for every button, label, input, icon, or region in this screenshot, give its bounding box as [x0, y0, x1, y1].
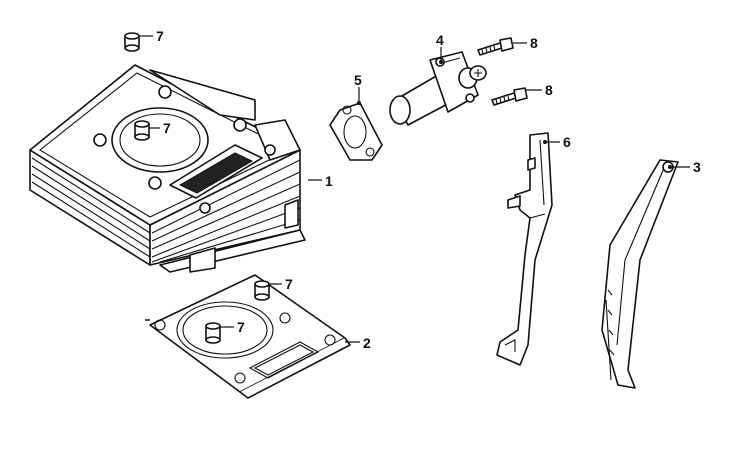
callout-2: 2 [363, 335, 371, 351]
callout-8-top: 8 [530, 35, 538, 51]
callout-8-bottom: 8 [545, 82, 553, 98]
callout-7-gasket-lower: 7 [237, 319, 245, 335]
callout-1: 1 [325, 173, 333, 189]
dowel-pin-d [205, 322, 221, 344]
dowel-pin-b [134, 120, 150, 141]
dowel-pin-c [254, 280, 270, 301]
chain-tensioner-blade [496, 132, 553, 366]
tensioner-gasket [329, 102, 383, 161]
callout-7-gasket-upper: 7 [285, 276, 293, 292]
chain-guide [601, 159, 679, 389]
callout-7-top: 7 [156, 28, 164, 44]
callout-7-block: 7 [163, 120, 171, 136]
cylinder-block [29, 64, 306, 273]
callout-6: 6 [563, 134, 571, 150]
callout-4: 4 [436, 32, 444, 48]
dowel-pin-a [124, 32, 140, 52]
base-gasket [145, 274, 351, 399]
bolt-a [477, 37, 514, 56]
leader-lines [140, 35, 690, 343]
callout-3: 3 [693, 159, 701, 175]
callout-5: 5 [354, 72, 362, 88]
bolt-b [491, 87, 528, 106]
cam-chain-tensioner [389, 51, 487, 126]
